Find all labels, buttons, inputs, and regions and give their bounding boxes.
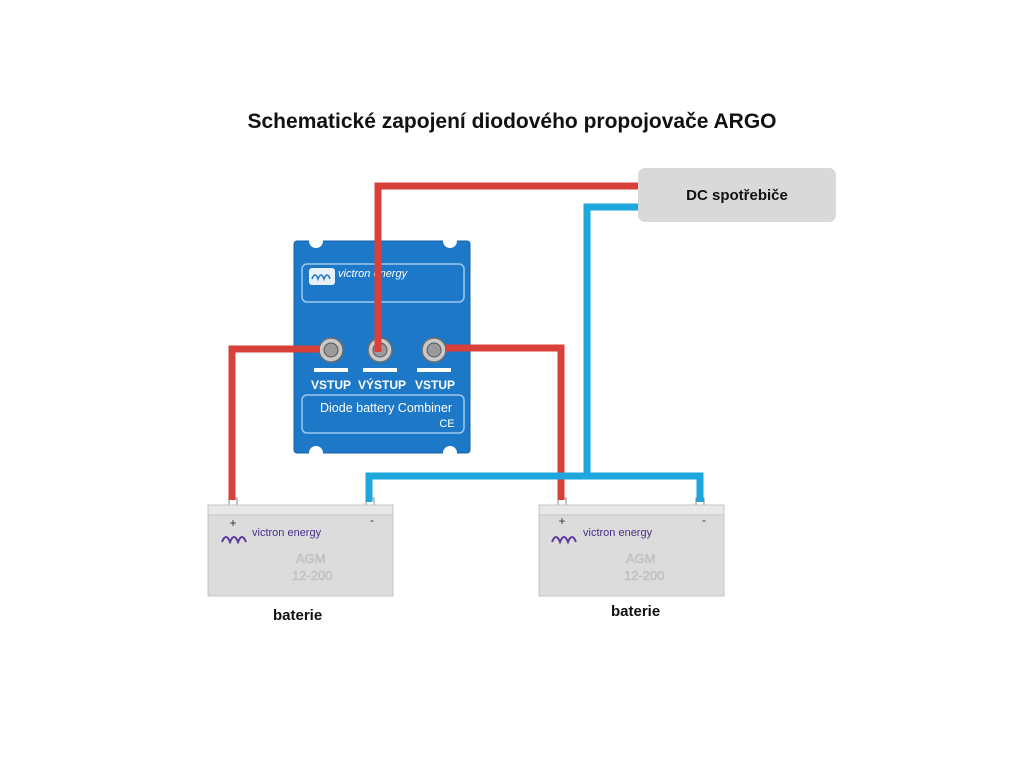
battery-1-brand: victron energy (252, 527, 322, 539)
battery-1-body (207, 514, 394, 597)
battery-2-minus-sign: - (702, 513, 706, 527)
diagram-title: Schematické zapojení diodového propojova… (247, 110, 777, 133)
battery-1-minus-sign: - (370, 513, 374, 527)
mount-hole-tl (309, 234, 323, 248)
battery-1: + - victron energy AGM 12-200 (207, 497, 394, 597)
terminal-label-output: VÝSTUP (358, 377, 406, 392)
terminal-input-2 (417, 337, 451, 372)
mount-hole-br (443, 446, 457, 460)
dc-load-label: DC spotřebiče (686, 186, 788, 204)
diode-combiner: victron energy VSTUP VÝSTUP VSTUP (293, 234, 471, 460)
battery-2-type: AGM (626, 551, 656, 566)
battery-1-model: 12-200 (292, 568, 332, 583)
battery-2-logo-icon (551, 536, 577, 545)
battery-1-logo-icon (221, 536, 247, 545)
battery-1-lid (207, 504, 394, 516)
battery-1-label: baterie (273, 607, 323, 624)
terminal-input-1 (314, 337, 348, 372)
battery-1-type: AGM (296, 551, 326, 566)
wire-input-1-to-battery-1 (228, 345, 320, 500)
combiner-model: Diode battery Combiner (320, 401, 452, 415)
battery-2-brand: victron energy (583, 527, 653, 539)
wire-output-to-load (374, 182, 638, 352)
battery-2: + - victron energy AGM 12-200 (538, 497, 725, 597)
wire-negative-batteries (365, 472, 704, 502)
combiner-model-panel (301, 394, 465, 434)
combiner-logo-panel (301, 263, 465, 303)
mount-hole-bl (309, 446, 323, 460)
combiner-brand: victron energy (338, 268, 409, 280)
wire-input-2-to-battery-2 (445, 344, 565, 500)
wires (228, 182, 704, 502)
battery-2-lid (538, 504, 725, 516)
ce-mark: CE (439, 418, 454, 430)
wire-negative-load (583, 203, 638, 476)
mount-hole-tr (443, 234, 457, 248)
battery-1-plus-sign: + (229, 516, 236, 530)
battery-2-label: baterie (611, 603, 661, 620)
battery-2-plus-sign: + (558, 514, 565, 528)
victron-logo-icon (309, 268, 335, 285)
terminal-label-input-2: VSTUP (415, 378, 455, 392)
terminal-label-input-1: VSTUP (311, 378, 351, 392)
dc-load-box: DC spotřebiče (638, 168, 836, 222)
battery-2-body (538, 514, 725, 597)
battery-2-model: 12-200 (624, 568, 664, 583)
